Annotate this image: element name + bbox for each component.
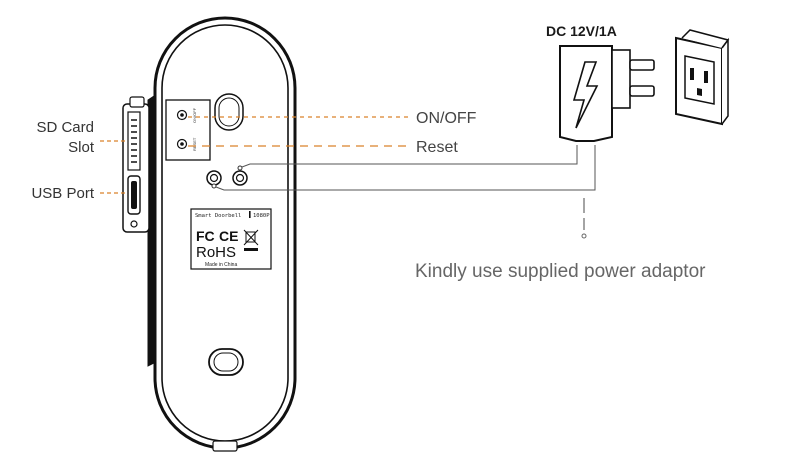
bottom-latch — [212, 440, 238, 452]
reset-label: Reset — [416, 139, 458, 156]
label-ce: CE — [219, 228, 238, 244]
label-fc: FC — [196, 228, 215, 244]
sd-card-label-line2: Slot — [68, 139, 95, 156]
label-rohs: RoHS — [196, 244, 236, 261]
product-label: Smart Doorbell 1080P FC CE RoHS Made in … — [190, 208, 272, 270]
usb-port-label: USB Port — [31, 185, 94, 202]
recycle-bin-crossed-icon — [243, 229, 259, 251]
power-adapter-icon — [559, 45, 655, 142]
lightning-bolt-icon — [572, 61, 599, 129]
on-off-label: ON/OFF — [416, 110, 477, 127]
sd-card-label-line1: SD Card — [36, 119, 94, 136]
power-terminal-left — [206, 170, 222, 186]
wall-outlet-icon — [675, 29, 730, 126]
side-ports — [122, 96, 150, 233]
on-off-button[interactable] — [176, 109, 188, 121]
port-screw — [130, 220, 138, 228]
note-pointer — [581, 198, 587, 239]
power-wires — [211, 145, 596, 191]
label-model: Smart Doorbell — [195, 213, 241, 219]
reset-mark: RESET — [192, 137, 197, 151]
on-off-mark: ON/OFF — [192, 107, 197, 123]
label-origin: Made in China — [205, 262, 237, 268]
dc-rating-label: DC 12V/1A — [546, 23, 617, 39]
sd-card-slot[interactable] — [127, 111, 141, 171]
reset-button[interactable] — [176, 138, 188, 150]
doorbell-device: ON/OFF RESET Smart Doorbell 1080P FC CE — [147, 16, 297, 452]
power-adaptor-note: Kindly use supplied power adaptor — [415, 261, 706, 282]
top-screw-hole — [214, 93, 244, 131]
power-terminal-right — [232, 170, 248, 186]
label-resolution: 1080P — [253, 213, 270, 219]
button-panel — [165, 99, 211, 161]
usb-port[interactable] — [127, 175, 141, 215]
